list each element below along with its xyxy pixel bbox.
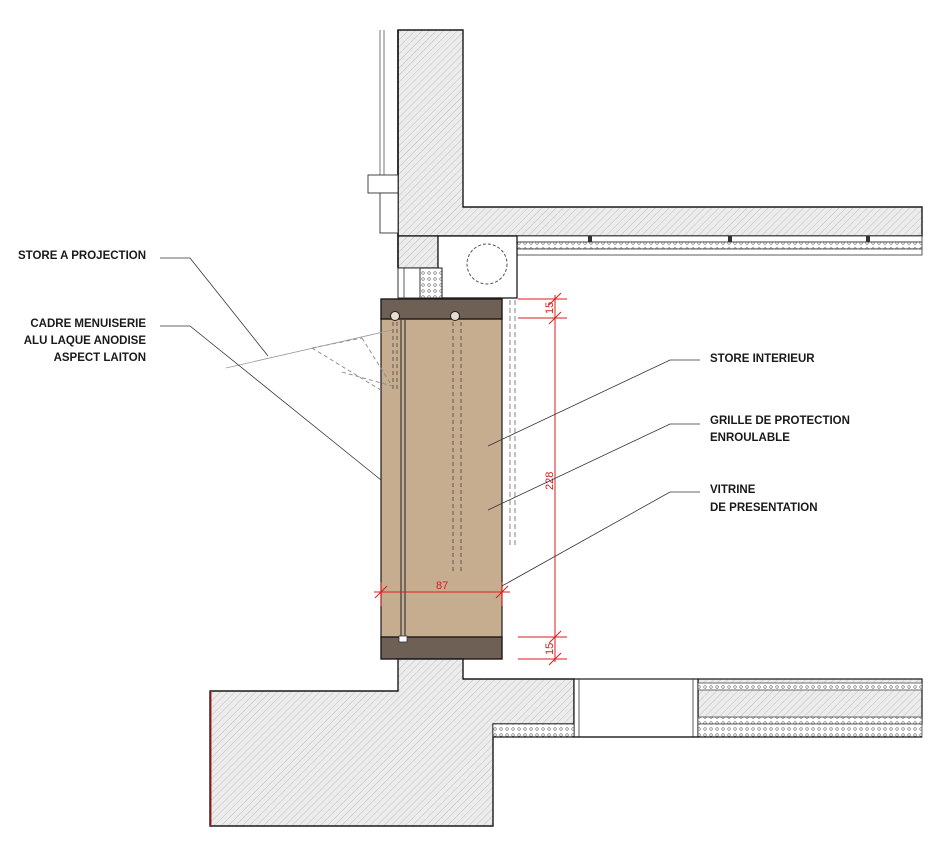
label-cadre-line3: ASPECT LAITON — [54, 352, 146, 364]
label-grille-line2: ENROULABLE — [710, 432, 790, 444]
vitrine — [380, 298, 503, 660]
label-store-projection: STORE A PROJECTION — [18, 250, 146, 262]
dim-bottom-15: 15 — [544, 643, 556, 655]
label-cadre-line1: CADRE MENUISERIE — [30, 318, 146, 330]
dimension-lines — [374, 292, 567, 666]
label-store-interieur: STORE INTERIEUR — [710, 353, 815, 365]
upper-ceiling-layers — [516, 235, 923, 256]
shutter-box — [397, 235, 518, 299]
top-frame — [380, 298, 503, 320]
projection-awning — [225, 329, 393, 393]
leader-lines — [160, 257, 700, 587]
interior-blind — [509, 300, 516, 548]
label-vitrine-line2: DE PRESENTATION — [710, 502, 818, 514]
label-vitrine-line1: VITRINE — [710, 484, 756, 496]
lower-floor-layers — [492, 682, 923, 738]
label-grille-line1: GRILLE DE PROTECTION — [710, 415, 850, 427]
dim-top-15: 15 — [544, 302, 556, 314]
dim-width-87: 87 — [436, 580, 448, 592]
upper-wall — [367, 29, 923, 269]
label-cadre-line2: ALU LAQUE ANODISE — [24, 335, 147, 347]
